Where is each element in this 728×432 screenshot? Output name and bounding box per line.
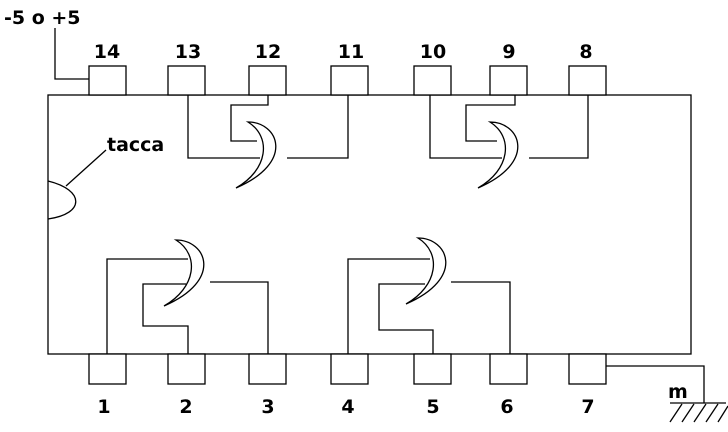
gate-c-symbol: [163, 239, 205, 307]
pin-label-10: 10: [420, 41, 446, 63]
ground-wire: [606, 365, 705, 403]
pin-label-11: 11: [338, 41, 364, 63]
notch-label: tacca: [107, 134, 164, 156]
ground-hatch: [669, 403, 728, 423]
pin-14: [88, 65, 127, 96]
pin-2: [167, 353, 206, 385]
pin-13: [167, 65, 206, 96]
ground-label: m: [668, 381, 688, 403]
pin-9: [489, 65, 528, 96]
pin-5: [413, 353, 452, 385]
gate-a-symbol: [235, 121, 277, 189]
gate-a: [187, 95, 349, 189]
pin-label-6: 6: [500, 396, 513, 418]
pin-label-7: 7: [581, 396, 594, 418]
gate-b-symbol: [477, 121, 519, 189]
pin-label-12: 12: [255, 41, 281, 63]
pin-10: [413, 65, 452, 96]
pin-label-14: 14: [94, 41, 120, 63]
pin-3: [248, 353, 287, 385]
pin-label-13: 13: [175, 41, 201, 63]
top-pin-labels: 14 13 12 11 10 9 8: [94, 41, 593, 63]
pin-label-3: 3: [261, 396, 274, 418]
pin-12: [248, 65, 287, 96]
pin-7: [568, 353, 607, 385]
pin-label-5: 5: [426, 396, 439, 418]
pin-6: [489, 353, 528, 385]
gate-d: [347, 237, 511, 354]
bottom-pins: [88, 353, 607, 385]
gate-b: [429, 95, 589, 189]
gate-c: [106, 239, 269, 354]
pin-1: [88, 353, 127, 385]
top-pins: [88, 65, 607, 96]
pin-label-9: 9: [502, 41, 515, 63]
gate-d-symbol: [405, 237, 447, 305]
pin-label-2: 2: [179, 396, 192, 418]
supply-label: -5 o +5: [4, 7, 81, 29]
supply-wire: [54, 28, 89, 80]
pin-label-8: 8: [579, 41, 592, 63]
chip-body: [47, 94, 692, 355]
pin-11: [330, 65, 369, 96]
notch: [47, 180, 77, 220]
notch-pointer: [65, 149, 107, 187]
pin-4: [330, 353, 369, 385]
pin-label-4: 4: [341, 396, 354, 418]
bottom-pin-labels: 1 2 3 4 5 6 7: [97, 396, 594, 418]
pin-label-1: 1: [97, 396, 110, 418]
pin-8: [568, 65, 607, 96]
